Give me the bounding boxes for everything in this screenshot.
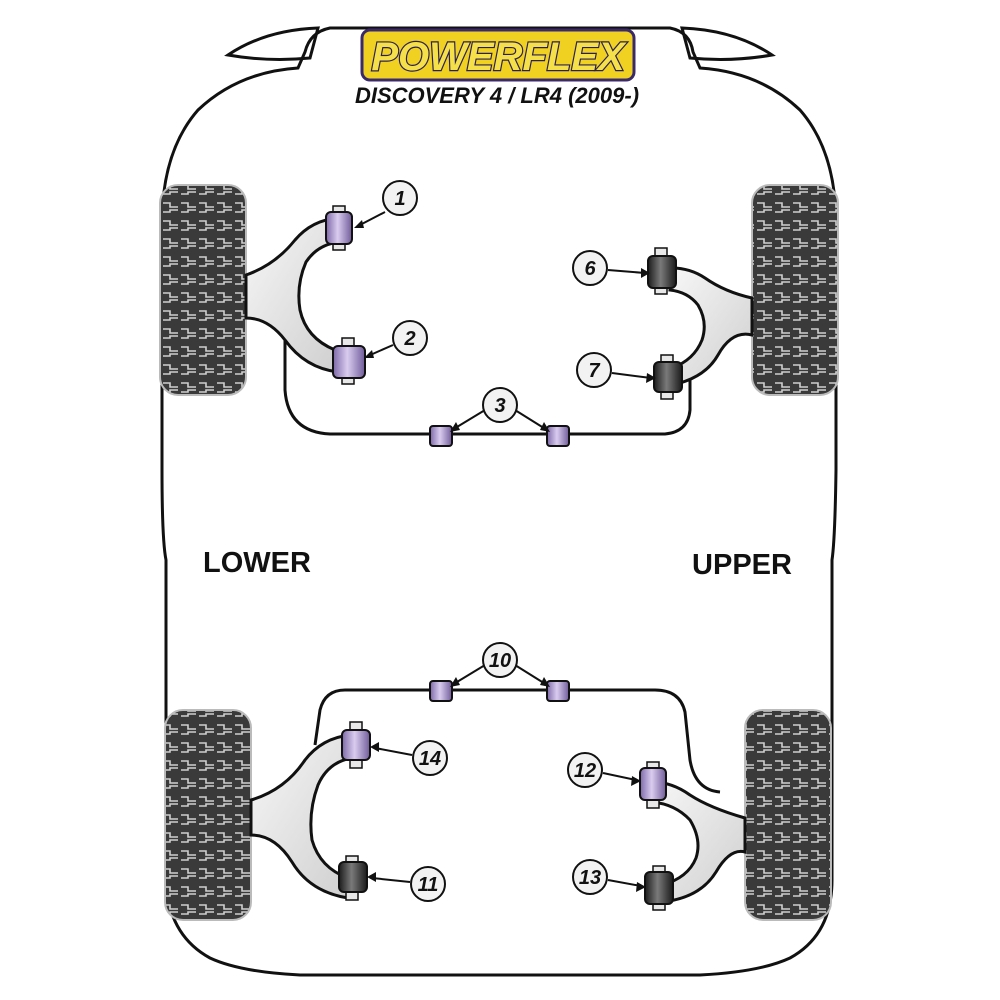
tyre-front-left [159, 184, 247, 396]
bush-6 [647, 247, 677, 295]
callout-2-label: 2 [403, 328, 415, 350]
callout-6: 6 [572, 250, 650, 286]
callout-11-label: 11 [418, 874, 439, 896]
model-title: DISCOVERY 4 / LR4 (2009-) [355, 83, 639, 108]
callout-14: 14 [370, 740, 448, 776]
bush-7 [653, 354, 683, 400]
right-mirror [680, 26, 776, 61]
callout-7: 7 [576, 352, 656, 388]
lower-label: LOWER [203, 547, 311, 579]
front-right-upper-arm [668, 266, 754, 387]
car-body-outline [160, 26, 838, 977]
logo-text: POWERFLEX [371, 35, 627, 79]
callout-1: 1 [354, 180, 418, 228]
bush-1 [325, 205, 353, 251]
callout-13-label: 13 [579, 867, 601, 889]
callout-3: 3 [450, 387, 550, 432]
upper-label: UPPER [692, 549, 792, 581]
rear-left-lower-arm [249, 733, 354, 900]
left-mirror [224, 26, 320, 61]
callout-1-label: 1 [394, 188, 405, 210]
callout-12-label: 12 [574, 760, 596, 782]
callout-11: 11 [367, 866, 446, 902]
rear-right-upper-arm [650, 780, 747, 904]
tyre-front-right [751, 184, 839, 396]
callout-2: 2 [364, 320, 428, 358]
bush-10-right [546, 680, 570, 702]
front-anti-roll-bar [283, 330, 692, 436]
bush-13 [644, 865, 674, 911]
bush-2 [332, 337, 366, 385]
bush-14 [341, 721, 371, 769]
bush-12 [639, 761, 667, 809]
callout-6-label: 6 [584, 258, 596, 280]
callout-13: 13 [572, 859, 646, 895]
callout-10-label: 10 [489, 650, 511, 672]
bush-3-right [546, 425, 570, 447]
tyre-rear-left [164, 709, 252, 921]
callout-12: 12 [567, 752, 641, 788]
callout-10: 10 [450, 642, 550, 687]
callout-7-label: 7 [588, 360, 600, 382]
bush-10-left [429, 680, 453, 702]
front-left-lower-arm [244, 216, 342, 374]
tyre-rear-right [744, 709, 832, 921]
bush-11 [338, 855, 368, 901]
callout-14-label: 14 [419, 748, 441, 770]
bush-3-left [429, 425, 453, 447]
callout-3-label: 3 [494, 395, 505, 417]
powerflex-logo: POWERFLEX [360, 28, 636, 82]
rear-anti-roll-bar [313, 688, 721, 794]
